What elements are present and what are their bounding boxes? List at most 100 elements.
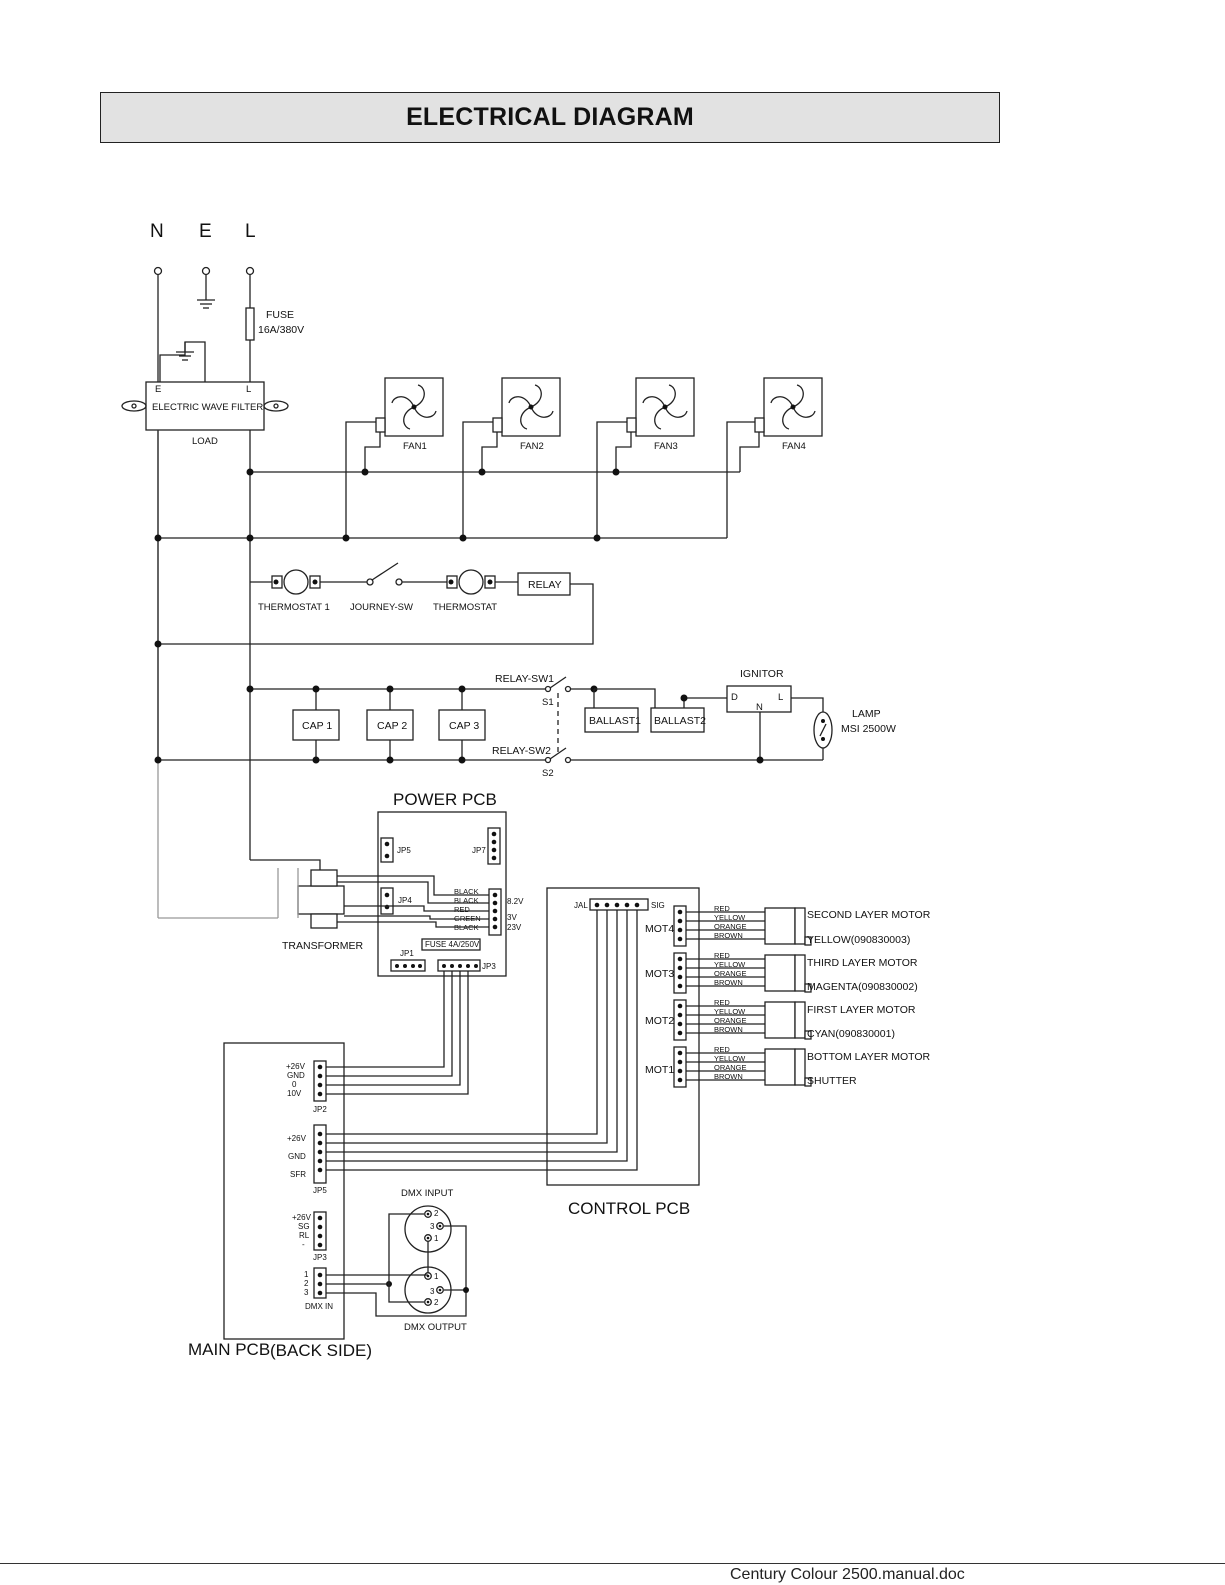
fan-2-label: FAN2 <box>520 441 544 452</box>
dmx-in-pin-3: 3 <box>430 1222 435 1231</box>
dmx-in-pin-2: 2 <box>434 1209 439 1218</box>
page-title: ELECTRICAL DIAGRAM <box>406 103 694 131</box>
filter-l: L <box>246 384 251 395</box>
mot2-wire-yellow: YELLOW <box>714 1007 746 1016</box>
dmx-pin-2: 2 <box>304 1279 309 1288</box>
fuse-rating: 16A/380V <box>258 324 304 336</box>
dmx-input-label: DMX INPUT <box>401 1188 453 1199</box>
mot4-port: MOT4 <box>645 923 674 935</box>
power-pcb: JP5 JP7 JP4 BLACK BLACK RED GREEN BLACK … <box>377 811 524 977</box>
power-pcb-title: POWER PCB <box>393 790 497 809</box>
dmx-out-pin-3: 3 <box>430 1287 435 1296</box>
jp2-pin-10v: 10V <box>287 1089 302 1098</box>
mot3-wire-orange: ORANGE <box>714 969 747 978</box>
fan-3-label: FAN3 <box>654 441 678 452</box>
mot3-wire-brown: BROWN <box>714 978 743 987</box>
jp3-pin-sg: SG <box>298 1222 310 1231</box>
jp5-pin-gnd: GND <box>288 1152 306 1161</box>
wire-black-1: BLACK <box>454 887 479 896</box>
ballast-1-label: BALLAST1 <box>589 715 641 727</box>
footer-rule <box>0 1563 1225 1564</box>
mot1-wire-brown: BROWN <box>714 1072 743 1081</box>
transformer: TRANSFORMER <box>277 868 364 952</box>
ballast-1 <box>584 707 639 733</box>
mot2-name: FIRST LAYER MOTOR <box>807 1004 916 1016</box>
jp2-pin-0: 0 <box>292 1080 297 1089</box>
jp3-pin-rl: RL <box>299 1231 310 1240</box>
jp5-pin-26v: +26V <box>287 1134 307 1143</box>
mot4-name: SECOND LAYER MOTOR <box>807 909 931 921</box>
mot2-port: MOT2 <box>645 1015 674 1027</box>
title-banner: ELECTRICAL DIAGRAM <box>100 92 1000 143</box>
thermostat-1-label: THERMOSTAT 1 <box>258 602 330 613</box>
fuse-label: FUSE <box>266 309 294 321</box>
dmx-pin-3: 3 <box>304 1288 309 1297</box>
fan-2: FAN2 <box>462 377 561 538</box>
mot1-sub: SHUTTER <box>807 1075 857 1087</box>
footer-filename: Century Colour 2500.manual.doc <box>730 1566 965 1583</box>
ignitor-d: D <box>731 692 738 703</box>
voltage-23v: 23V <box>507 923 522 932</box>
relay-sw1-label: RELAY-SW1 <box>495 673 554 685</box>
pcb-fuse <box>421 938 481 951</box>
capacitor-2: CAP 2 <box>366 685 414 764</box>
voltage-3v: 3V <box>507 913 517 922</box>
capacitor-1: CAP 1 <box>292 685 340 764</box>
ignitor-n: N <box>756 702 763 713</box>
power-jp7-connector <box>487 827 501 865</box>
jp2-pin-gnd: GND <box>287 1071 305 1080</box>
thermostat-1 <box>271 569 321 595</box>
sig-label: SIG <box>651 901 665 910</box>
main-pcb-title: MAIN PCB <box>188 1340 270 1359</box>
fan-icon <box>391 384 437 430</box>
fan-icon <box>508 384 554 430</box>
dmx-pin-1: 1 <box>304 1270 309 1279</box>
cap-3-label: CAP 3 <box>449 720 479 732</box>
dmx-out-pin-1: 1 <box>434 1272 439 1281</box>
journey-sw-label: JOURNEY-SW <box>350 602 413 613</box>
mot4-wire-yellow: YELLOW <box>714 913 746 922</box>
jal-label: JAL <box>574 901 588 910</box>
relay-switch-2: RELAY-SW2 S2 <box>492 745 572 779</box>
wire-black-2: BLACK <box>454 896 479 905</box>
jp3-pin-26v: +26V <box>292 1213 312 1222</box>
motor-mot1: MOT1 RED YELLOW ORANGE BROWN BOTTOM LAYE… <box>645 1045 931 1088</box>
dmx-output-connector: 1 3 2 DMX OUTPUT <box>404 1266 467 1333</box>
mot3-wire-yellow: YELLOW <box>714 960 746 969</box>
control-pcb-title: CONTROL PCB <box>568 1199 690 1218</box>
main-pcb-subtitle: (BACK SIDE) <box>270 1341 372 1360</box>
fan-icon <box>770 384 816 430</box>
dmx-in-pin-1: 1 <box>434 1234 439 1243</box>
thermostat-label: THERMOSTAT <box>433 602 497 613</box>
fan-4: FAN4 <box>726 377 823 538</box>
fan-4-label: FAN4 <box>782 441 806 452</box>
jp3-pin-minus: - <box>302 1240 305 1249</box>
power-jp5-label: JP5 <box>397 846 411 855</box>
power-jp1-label: JP1 <box>400 949 414 958</box>
relay-s1-label: S1 <box>542 697 554 708</box>
power-jp5-connector <box>380 837 394 863</box>
mot1-wire-yellow: YELLOW <box>714 1054 746 1063</box>
relay-sw2-label: RELAY-SW2 <box>492 745 551 757</box>
mot3-wire-red: RED <box>714 951 730 960</box>
mot4-wire-red: RED <box>714 904 730 913</box>
main-dmx-label: DMX IN <box>305 1302 333 1311</box>
main-jp3-label: JP3 <box>313 1253 327 1262</box>
ignitor-label: IGNITOR <box>740 668 784 680</box>
input-terminals: N E L <box>150 221 256 309</box>
mot1-port: MOT1 <box>645 1064 674 1076</box>
terminal-n <box>153 266 163 276</box>
motor-mot2: MOT2 RED YELLOW ORANGE BROWN FIRST LAYER… <box>645 998 916 1041</box>
power-jp7-label: JP7 <box>472 846 486 855</box>
ballast-2-label: BALLAST2 <box>654 715 706 727</box>
ballast-2 <box>650 707 705 733</box>
main-pcb: +26V GND 0 10V JP2 +26V GND SFR JP5 +26V… <box>223 1042 345 1340</box>
mot3-sub: MAGENTA(090830002) <box>807 981 918 993</box>
mot3-port: MOT3 <box>645 968 674 980</box>
terminal-l-label: L <box>245 221 256 242</box>
voltage-8v2: 8.2V <box>507 897 524 906</box>
mot1-name: BOTTOM LAYER MOTOR <box>807 1051 931 1063</box>
ground-icon <box>197 299 215 309</box>
lamp-label: LAMP <box>852 708 881 720</box>
